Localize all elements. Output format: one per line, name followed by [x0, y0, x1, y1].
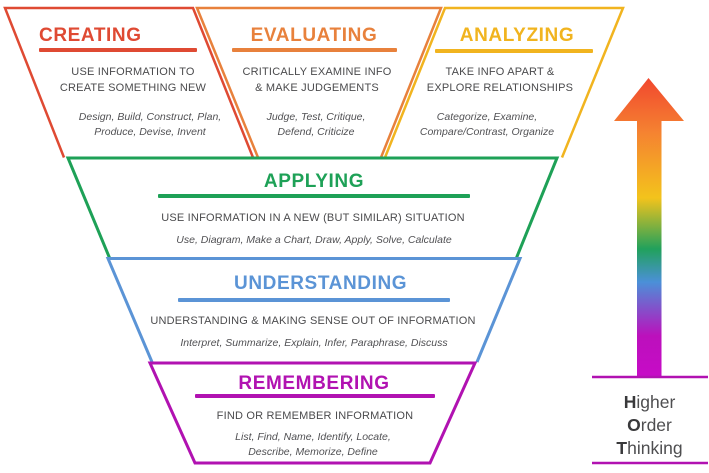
hot-initial-h: H [623, 392, 637, 412]
understanding-shape [105, 257, 523, 363]
evaluating-description: CRITICALLY EXAMINE INFO & MAKE JUDGEMENT… [242, 66, 392, 94]
remembering-shape [147, 361, 478, 465]
understanding-keywords: Interpret, Summarize, Explain, Infer, Pa… [180, 337, 448, 349]
hot-rest-order: rder [640, 415, 672, 435]
hot-rest-higher: igher [636, 392, 676, 412]
evaluating-shape [195, 6, 443, 158]
analyzing-title: ANALYZING [459, 25, 575, 46]
applying-title-underline [158, 194, 470, 198]
hot-word-higher: Higher [591, 391, 708, 414]
creating-keywords: Design, Build, Construct, Plan, Produce,… [78, 111, 222, 138]
evaluating-title: EVALUATING [250, 25, 378, 46]
higher-order-arrow-icon [614, 78, 684, 378]
creating-title: CREATING [39, 25, 142, 46]
hot-word-thinking: Thinking [591, 437, 708, 460]
analyzing-keywords: Categorize, Examine, Compare/Contrast, O… [419, 111, 555, 138]
applying-shape [65, 156, 560, 260]
remembering-description: FIND OR REMEMBER INFORMATION [216, 410, 414, 422]
applying-title: APPLYING [263, 171, 365, 192]
evaluating-title-underline [232, 48, 397, 52]
creating-description: USE INFORMATION TO CREATE SOMETHING NEW [59, 66, 207, 94]
hot-word-order: Order [591, 414, 708, 437]
understanding-description: UNDERSTANDING & MAKING SENSE OUT OF INFO… [150, 315, 476, 327]
remembering-keywords: List, Find, Name, Identify, Locate, Desc… [235, 431, 391, 458]
creating-title-underline [39, 48, 197, 52]
hot-rest-thinking: hinking [627, 438, 683, 458]
analyzing-title-underline [435, 49, 593, 53]
applying-keywords: Use, Diagram, Make a Chart, Draw, Apply,… [176, 234, 452, 246]
hot-initial-t: T [616, 438, 628, 458]
hot-initial-o: O [627, 415, 641, 435]
remembering-title: REMEMBERING [238, 373, 390, 394]
analyzing-shape [383, 6, 625, 158]
creating-shape [3, 6, 255, 158]
understanding-title: UNDERSTANDING [234, 273, 408, 294]
higher-order-thinking-label: Higher Order Thinking [591, 391, 708, 460]
remembering-title-underline [195, 394, 435, 398]
evaluating-keywords: Judge, Test, Critique, Defend, Criticize [266, 111, 366, 138]
understanding-title-underline [178, 298, 450, 302]
analyzing-description: TAKE INFO APART & EXPLORE RELATIONSHIPS [426, 66, 574, 94]
applying-description: USE INFORMATION IN A NEW (BUT SIMILAR) S… [161, 212, 465, 224]
